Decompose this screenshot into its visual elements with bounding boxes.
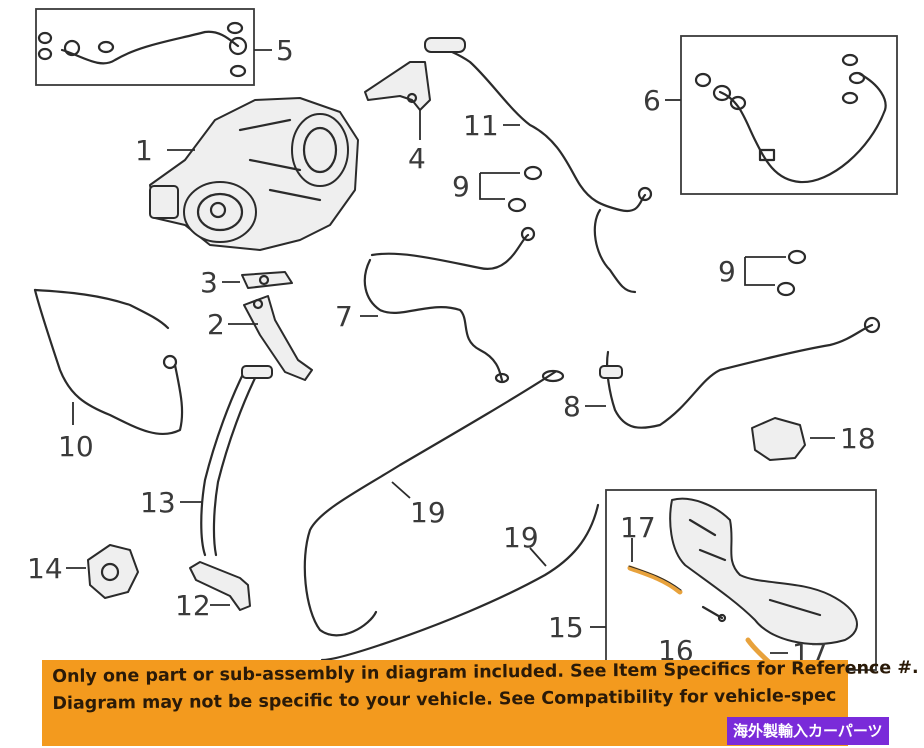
seller-watermark: 海外製輸入カーパーツ: [727, 717, 889, 745]
leader-9-upper: [479, 172, 520, 200]
callout-14: 14: [27, 552, 63, 585]
box-part-6: [680, 35, 898, 195]
callout-12: 12: [175, 589, 211, 622]
line-part-19-right: [320, 503, 600, 662]
pipe-part-2: [243, 295, 313, 381]
bolt-part-16: [701, 605, 727, 623]
callout-10: 10: [58, 430, 94, 463]
callout-4: 4: [408, 142, 426, 175]
hose-part-13: [200, 365, 273, 557]
leader-19-left: [391, 481, 411, 499]
coolant-line-part-10: [33, 288, 184, 435]
callout-9-right: 9: [718, 255, 736, 288]
callout-18: 18: [840, 422, 876, 455]
coolant-line-part-7: [363, 226, 536, 384]
callout-11: 11: [463, 109, 499, 142]
gasket-part-3: [241, 271, 293, 289]
disclaimer-text: Only one part or sub-assembly in diagram…: [52, 656, 919, 718]
leader-9-right: [744, 256, 786, 286]
callout-9-upper: 9: [452, 170, 470, 203]
oil-line-part-11: [424, 37, 653, 294]
washers-part-9-right: [776, 249, 807, 297]
fitting-part-12: [189, 561, 251, 611]
callout-13: 13: [140, 486, 176, 519]
bracket-part-4: [364, 61, 431, 111]
callout-8: 8: [563, 390, 581, 423]
turbocharger-part-1: [149, 97, 359, 251]
callout-2: 2: [207, 308, 225, 341]
callout-1: 1: [135, 134, 153, 167]
oil-line-part-5: [37, 21, 248, 78]
callout-3: 3: [200, 266, 218, 299]
washers-part-9-upper: [507, 165, 543, 213]
line-part-19-left: [303, 369, 565, 637]
leader-19-right: [529, 547, 547, 567]
hose-part-17-upper: [627, 565, 683, 595]
callout-7: 7: [335, 300, 353, 333]
callout-19-right: 19: [503, 521, 539, 554]
callout-5: 5: [276, 34, 294, 67]
heat-shield-part-15: [669, 497, 858, 645]
callout-17-upper: 17: [620, 511, 656, 544]
disclaimer-banner: [42, 660, 848, 746]
valve-part-18: [751, 417, 806, 461]
callout-19-left: 19: [410, 496, 446, 529]
callout-6: 6: [643, 84, 661, 117]
box-part-5: [35, 8, 255, 86]
coolant-line-part-8: [599, 316, 881, 429]
callout-15: 15: [548, 611, 584, 644]
pump-part-14: [87, 544, 139, 599]
oil-line-part-6: [694, 53, 887, 184]
